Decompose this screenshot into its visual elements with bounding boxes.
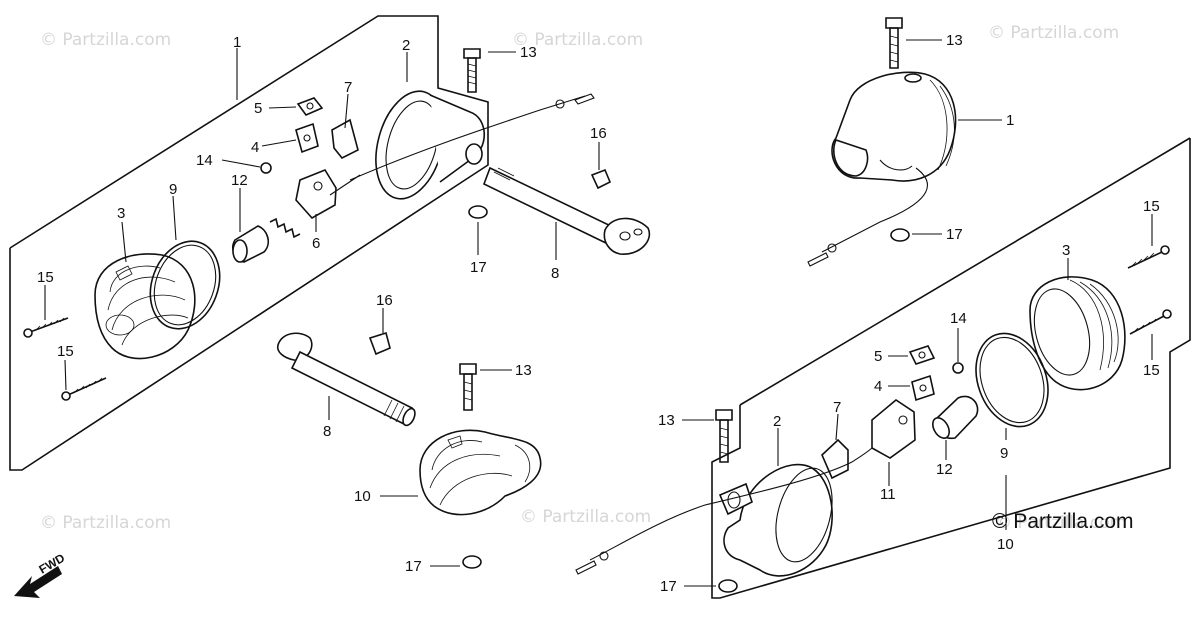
callout-label: 1 <box>233 34 241 51</box>
rear-left-turn-signal-assembly: 8 16 13 10 17 <box>276 292 542 575</box>
callout-label: 15 <box>37 269 54 286</box>
callout-label: 9 <box>1000 445 1008 462</box>
screw <box>23 317 69 338</box>
wire <box>589 461 853 561</box>
lens-gasket <box>975 332 1049 428</box>
callout-label: 2 <box>773 413 781 430</box>
callout-label: 17 <box>405 558 422 575</box>
lens <box>419 429 542 516</box>
forward-direction-indicator: FWD <box>14 551 67 598</box>
plate <box>908 345 936 365</box>
screw <box>260 162 272 174</box>
watermark-layer: © Partzilla.com © Partzilla.com © Partzi… <box>40 23 1126 533</box>
nut <box>890 228 910 242</box>
screw <box>1127 245 1170 269</box>
callout-label: 5 <box>254 100 262 117</box>
clip <box>821 438 849 480</box>
spring <box>269 217 301 239</box>
screw <box>61 377 107 401</box>
housing <box>831 71 957 182</box>
bolt <box>715 409 733 463</box>
bulb <box>232 225 270 263</box>
callout-label: 2 <box>402 37 410 54</box>
callout-label: 4 <box>251 139 259 156</box>
housing <box>718 463 833 577</box>
callout-label: 14 <box>196 152 213 169</box>
callout-label: 12 <box>936 461 953 478</box>
callout-label: 17 <box>470 259 487 276</box>
bracket <box>911 374 935 402</box>
watermark: © Partzilla.com <box>988 23 1119 43</box>
bolt <box>463 48 481 93</box>
callout-label: 16 <box>590 125 607 142</box>
watermark: © Partzilla.com <box>520 507 651 527</box>
bracket <box>295 122 319 154</box>
socket <box>295 169 361 220</box>
callout-label: 17 <box>946 226 963 243</box>
watermark: © Partzilla.com <box>40 30 171 50</box>
wire <box>821 167 929 253</box>
wire <box>349 95 586 181</box>
housing <box>375 90 485 200</box>
watermark: © Partzilla.com <box>512 30 643 50</box>
watermark: © Partzilla.com <box>995 513 1126 533</box>
callout-label: 15 <box>57 343 74 360</box>
mounting-rod <box>482 166 651 255</box>
callout-label: 10 <box>997 536 1014 553</box>
callout-label: 12 <box>231 172 248 189</box>
assembly-outline <box>711 138 1191 599</box>
brand-watermark: © Partzilla.com <box>992 510 1134 533</box>
callout-label: 15 <box>1143 362 1160 379</box>
front-left-turn-signal-assembly: 1 2 3 4 5 6 7 9 12 13 14 15 15 16 17 8 <box>9 15 651 471</box>
rear-right-turn-signal-assembly: 15 15 3 9 12 14 5 <box>575 137 1191 599</box>
clip <box>331 118 359 160</box>
callout-label: 7 <box>833 399 841 416</box>
screw <box>368 331 391 356</box>
rear-housing-assembly: 13 1 17 <box>807 17 1014 267</box>
callout-label: 5 <box>874 348 882 365</box>
mounting-rod <box>276 332 416 427</box>
arrow-icon <box>14 566 62 598</box>
callout-label: 8 <box>323 423 331 440</box>
screw <box>590 168 612 190</box>
lens <box>94 253 196 360</box>
housing <box>1029 276 1126 391</box>
callout-label: 4 <box>874 378 882 395</box>
callout-label: 9 <box>169 181 177 198</box>
callout-label: 13 <box>946 32 963 49</box>
callout-label: 3 <box>117 205 125 222</box>
nut <box>462 555 482 569</box>
callout-label: 16 <box>376 292 393 309</box>
screw <box>952 362 964 374</box>
callout-label: 13 <box>515 362 532 379</box>
callout-label: 3 <box>1062 242 1070 259</box>
plate <box>296 97 324 116</box>
callout-label: 17 <box>660 578 677 595</box>
callout-label: 11 <box>880 486 896 503</box>
assembly-outline <box>9 15 489 471</box>
callout-label: 10 <box>354 488 371 505</box>
callout-label: 14 <box>950 310 967 327</box>
screw <box>1129 309 1172 335</box>
callout-label: 6 <box>312 235 320 252</box>
callout-label: 15 <box>1143 198 1160 215</box>
bolt <box>885 17 903 69</box>
callout-label: 13 <box>520 44 537 61</box>
nut <box>468 205 488 219</box>
nut <box>718 579 738 593</box>
callout-label: 13 <box>658 412 675 429</box>
watermark: © Partzilla.com <box>40 513 171 533</box>
callout-label: 1 <box>1006 112 1014 129</box>
lens-gasket <box>149 240 221 330</box>
bolt <box>459 363 477 411</box>
callout-label: 8 <box>551 265 559 282</box>
callout-label: 7 <box>344 79 352 96</box>
bulb <box>932 395 979 440</box>
socket <box>851 399 916 463</box>
